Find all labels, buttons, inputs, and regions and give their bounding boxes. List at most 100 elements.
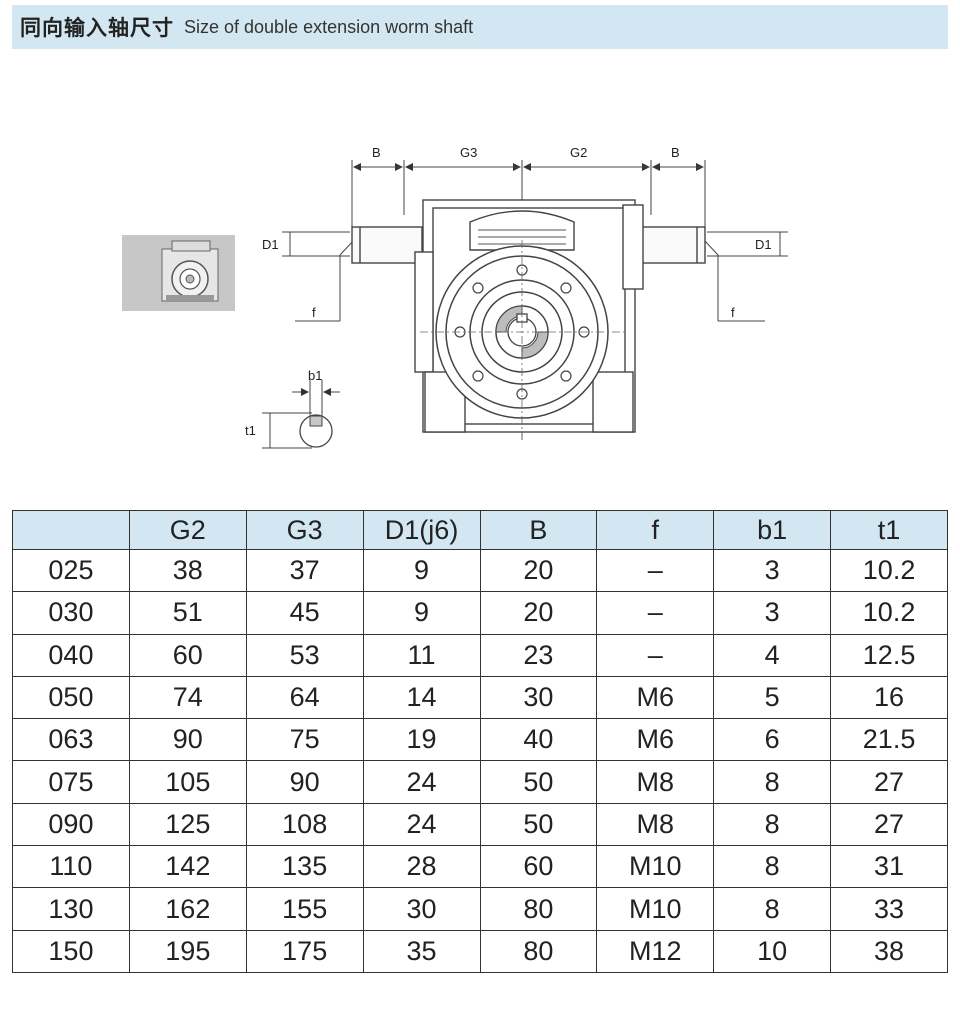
- table-cell: 38: [128, 548, 247, 593]
- column-header: G2: [128, 510, 247, 550]
- row-model-cell: 090: [12, 802, 130, 847]
- table-cell: 60: [479, 845, 598, 889]
- row-model-cell: 040: [12, 633, 130, 677]
- table-cell: 9: [362, 548, 481, 593]
- column-header: B: [479, 510, 598, 550]
- row-model-cell: 050: [12, 675, 130, 720]
- dim-label-t1: t1: [245, 423, 256, 438]
- table-cell: 9: [362, 591, 481, 635]
- table-cell: 108: [245, 802, 364, 847]
- table-cell: 50: [479, 802, 598, 847]
- table-cell: 4: [713, 633, 832, 677]
- title-chinese: 同向输入轴尺寸: [20, 16, 174, 40]
- table-cell: 37: [245, 548, 364, 593]
- table-header-row: G2 G3 D1(j6) B f b1 t1: [12, 510, 948, 550]
- worm-gearbox-drawing: B G3 G2 B D1 D1 f f b1 t1: [245, 145, 788, 449]
- table-cell: 35: [362, 929, 481, 974]
- row-model-cell: 150: [12, 929, 130, 974]
- dim-label-b-left: B: [372, 145, 381, 160]
- table-cell: 11: [362, 633, 481, 677]
- table-cell: M8: [596, 802, 715, 847]
- table-cell: 53: [245, 633, 364, 677]
- table-cell: 23: [479, 633, 598, 677]
- table-cell: 20: [479, 548, 598, 593]
- table-cell: 31: [830, 845, 948, 889]
- dim-label-d1-right: D1: [755, 237, 772, 252]
- table-cell: 142: [128, 845, 247, 889]
- row-model-cell: 130: [12, 887, 130, 931]
- table-cell: 19: [362, 718, 481, 762]
- table-cell: 74: [128, 675, 247, 720]
- table-cell: 6: [713, 718, 832, 762]
- table-cell: 28: [362, 845, 481, 889]
- table-cell: 12.5: [830, 633, 948, 677]
- row-model-cell: 063: [12, 718, 130, 762]
- title-bar: 同向输入轴尺寸 Size of double extension worm sh…: [12, 5, 948, 49]
- table-cell: –: [596, 591, 715, 635]
- table-cell: –: [596, 633, 715, 677]
- row-model-cell: 110: [12, 845, 130, 889]
- table-cell: 38: [830, 929, 948, 974]
- table-cell: M8: [596, 760, 715, 804]
- table-cell: M10: [596, 887, 715, 931]
- column-header: b1: [713, 510, 832, 550]
- table-cell: 30: [479, 675, 598, 720]
- table-cell: 24: [362, 802, 481, 847]
- table-cell: 24: [362, 760, 481, 804]
- table-cell: 16: [830, 675, 948, 720]
- table-cell: 5: [713, 675, 832, 720]
- table-cell: 45: [245, 591, 364, 635]
- title-english: Size of double extension worm shaft: [184, 16, 474, 37]
- dim-label-b1: b1: [308, 368, 322, 383]
- table-cell: 8: [713, 845, 832, 889]
- table-cell: 125: [128, 802, 247, 847]
- table-cell: 10: [713, 929, 832, 974]
- table-cell: 21.5: [830, 718, 948, 762]
- table-cell: 51: [128, 591, 247, 635]
- table-cell: 64: [245, 675, 364, 720]
- table-cell: M12: [596, 929, 715, 974]
- table-cell: –: [596, 548, 715, 593]
- row-model-cell: 075: [12, 760, 130, 804]
- table-cell: M10: [596, 845, 715, 889]
- dim-label-b-right: B: [671, 145, 680, 160]
- table-cell: 30: [362, 887, 481, 931]
- table-cell: 14: [362, 675, 481, 720]
- row-model-cell: 025: [12, 548, 130, 593]
- table-cell: 40: [479, 718, 598, 762]
- table-cell: 8: [713, 760, 832, 804]
- table-cell: M6: [596, 675, 715, 720]
- dim-label-d1-left: D1: [262, 237, 279, 252]
- table-cell: 80: [479, 929, 598, 974]
- column-header: f: [596, 510, 715, 550]
- table-cell: 80: [479, 887, 598, 931]
- dim-label-f-right: f: [731, 305, 735, 320]
- table-cell: 8: [713, 887, 832, 931]
- table-cell: 3: [713, 548, 832, 593]
- table-cell: 50: [479, 760, 598, 804]
- column-header: D1(j6): [362, 510, 481, 550]
- table-cell: 135: [245, 845, 364, 889]
- table-cell: 90: [128, 718, 247, 762]
- table-cell: 10.2: [830, 548, 948, 593]
- row-model-cell: 030: [12, 591, 130, 635]
- table-cell: 162: [128, 887, 247, 931]
- table-cell: 175: [245, 929, 364, 974]
- table-cell: 27: [830, 802, 948, 847]
- table-cell: 105: [128, 760, 247, 804]
- table-cell: 27: [830, 760, 948, 804]
- table-cell: M6: [596, 718, 715, 762]
- table-cell: 20: [479, 591, 598, 635]
- table-cell: 155: [245, 887, 364, 931]
- table-cell: 90: [245, 760, 364, 804]
- table-cell: 60: [128, 633, 247, 677]
